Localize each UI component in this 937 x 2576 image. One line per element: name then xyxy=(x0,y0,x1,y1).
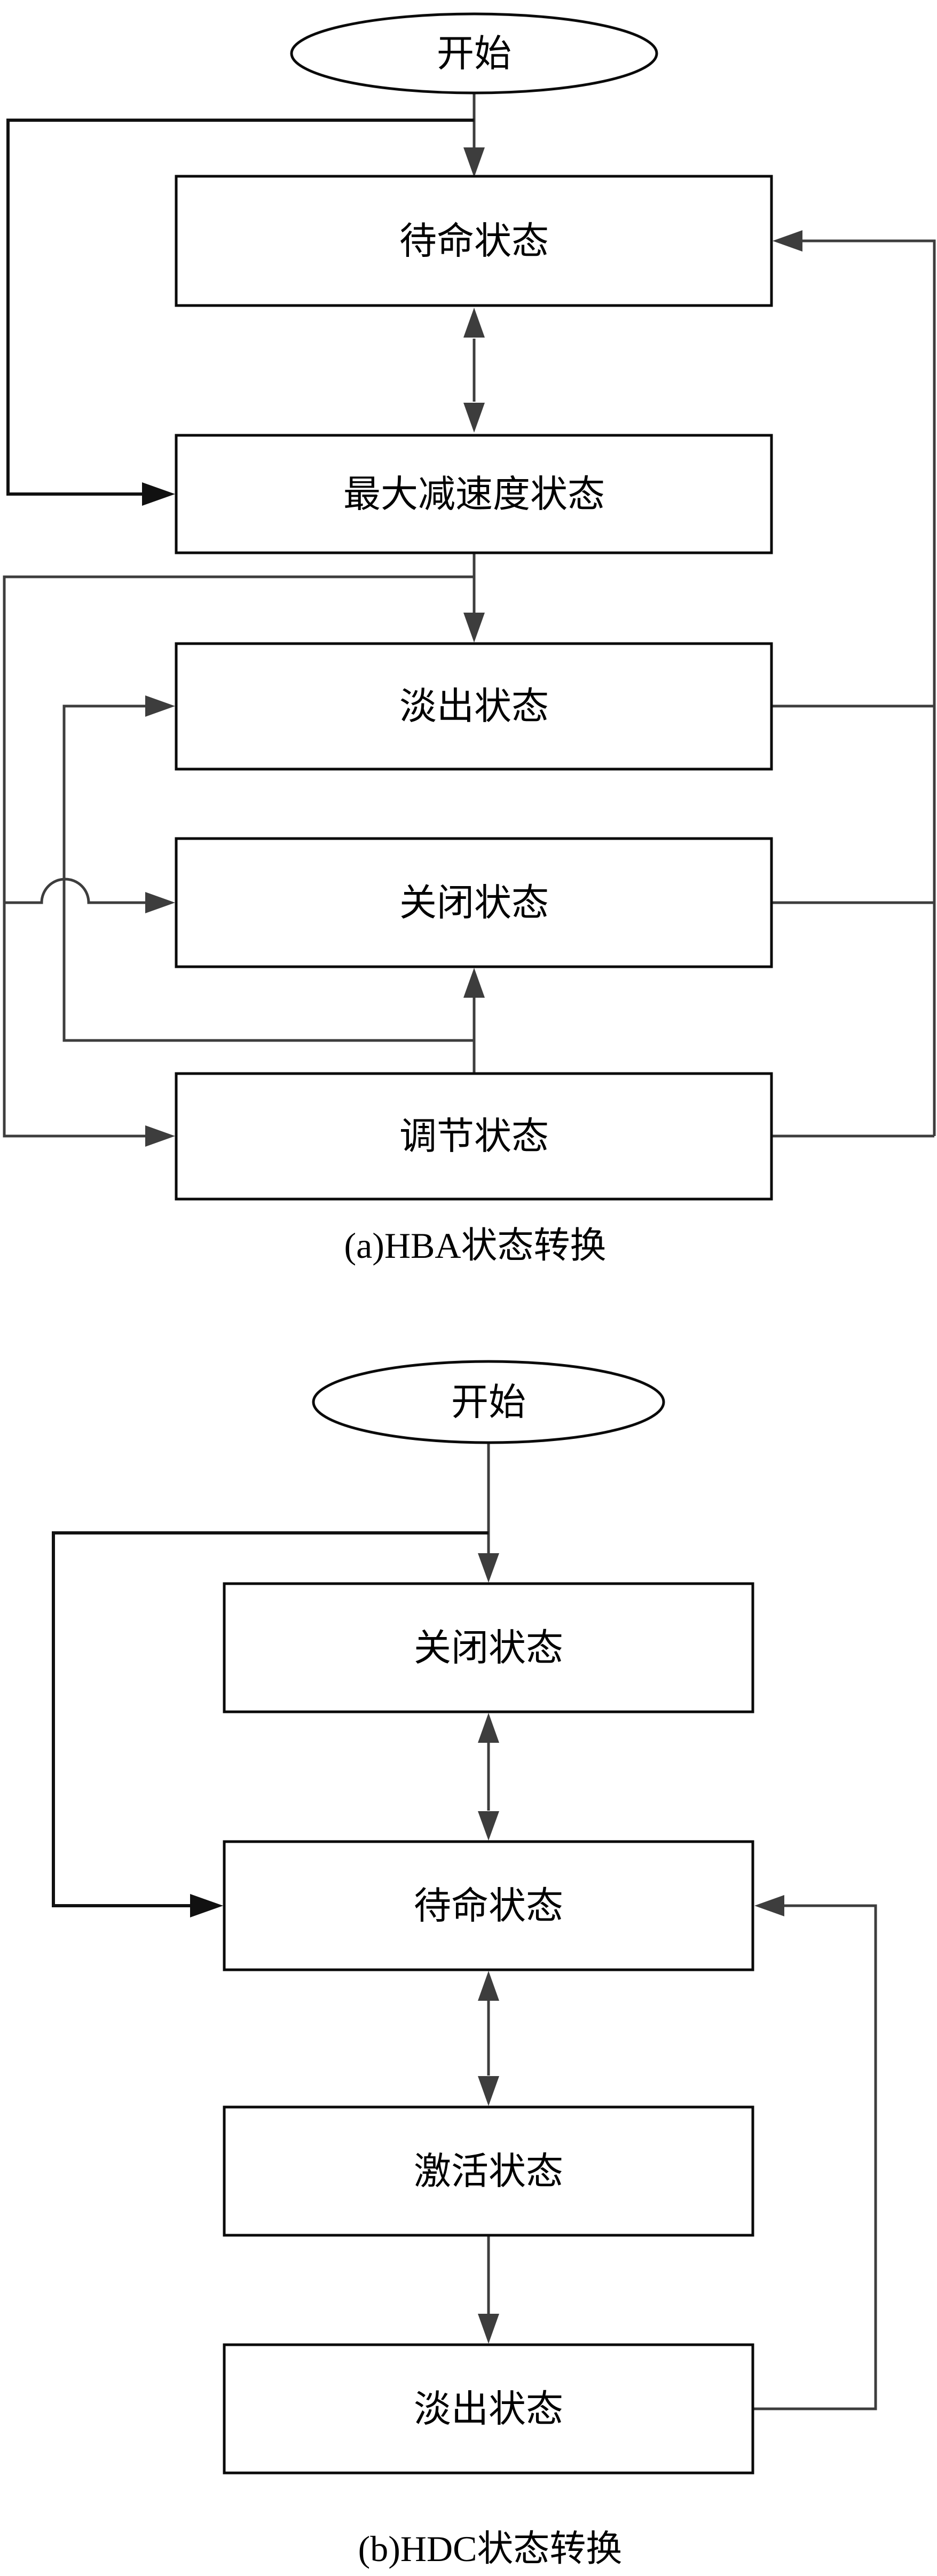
node-a-fadeout-box xyxy=(175,642,773,771)
arrowhead-closed-standby-up-b xyxy=(478,1713,499,1743)
arrowhead-into-standby-right-a xyxy=(773,230,802,252)
arrowhead-start-to-standby-a xyxy=(463,147,485,177)
start-terminator-a xyxy=(290,12,658,95)
start-label-b: 开始 xyxy=(451,1382,526,1423)
flowchart-b: 开始 关闭状态 待命状态 激活状态 淡出状态 (b)HDC状态转换 xyxy=(52,1360,877,2569)
arrowhead-into-regulate-a xyxy=(145,1125,175,1147)
edge-regulate-to-fadeout-a xyxy=(62,704,474,1042)
arrowhead-standby-maxdecel-down-a xyxy=(463,403,485,433)
arrowhead-standby-maxdecel-up-a xyxy=(463,308,485,338)
node-b-closed-label: 关闭状态 xyxy=(414,1628,563,1669)
node-a-regulate-box xyxy=(175,1072,773,1201)
caption-b: (b)HDC状态转换 xyxy=(358,2528,623,2569)
node-b-active-box xyxy=(223,2105,754,2237)
node-b-standby-label: 待命状态 xyxy=(414,1886,563,1927)
node-a-closed-label: 关闭状态 xyxy=(399,883,549,924)
arrowhead-active-to-fadeout-b xyxy=(478,2314,499,2344)
node-a-closed-box xyxy=(175,837,773,968)
flowchart-a: 开始 待命状态 最大减速度状态 淡出状态 关闭状态 调节状态 (a)HBA状态转… xyxy=(3,12,936,1266)
arrowhead-into-fadeout-left-a xyxy=(145,695,175,717)
arrowhead-into-closed-left-a xyxy=(145,892,175,913)
arrowhead-standby-active-up-b xyxy=(478,1971,499,2001)
node-b-standby-box xyxy=(223,1840,754,1971)
arrowhead-into-standby-right-b xyxy=(754,1895,784,1916)
node-a-standby-box xyxy=(175,175,773,307)
node-a-regulate-label: 调节状态 xyxy=(399,1116,549,1157)
node-a-maxdecel-label: 最大减速度状态 xyxy=(343,474,605,515)
start-terminator-b xyxy=(312,1360,665,1444)
arrowhead-standby-active-down-b xyxy=(478,2076,499,2106)
edge-maxdecel-branch-to-regulate-a xyxy=(3,575,474,1138)
edge-right-loop-b xyxy=(753,1904,877,2410)
node-a-standby-label: 待命状态 xyxy=(399,221,549,262)
node-b-fadeout-box xyxy=(223,2343,754,2475)
edge-start-branch-to-maxdecel-a xyxy=(6,119,474,496)
arrowhead-maxdecel-to-fadeout-a xyxy=(463,613,485,643)
node-b-fadeout-label: 淡出状态 xyxy=(414,2389,563,2430)
node-b-active-label: 激活状态 xyxy=(414,2151,563,2193)
start-label-a: 开始 xyxy=(437,34,511,75)
node-b-closed-box xyxy=(223,1582,754,1713)
edge-branch-to-closed-with-hop-a xyxy=(4,878,145,904)
caption-a: (a)HBA状态转换 xyxy=(344,1225,606,1266)
arrowhead-regulate-to-closed-a xyxy=(463,968,485,998)
arrowhead-start-branch-to-standby-b xyxy=(190,1894,223,1917)
arrowhead-start-branch-to-maxdecel-a xyxy=(142,482,175,506)
node-a-fadeout-label: 淡出状态 xyxy=(399,686,549,727)
arrowhead-closed-standby-down-b xyxy=(478,1811,499,1841)
edge-right-loop-a xyxy=(771,239,936,1138)
node-a-maxdecel-box xyxy=(175,434,773,554)
arrowhead-start-to-closed-b xyxy=(478,1553,499,1583)
edge-start-branch-to-standby-b xyxy=(52,1531,489,1907)
